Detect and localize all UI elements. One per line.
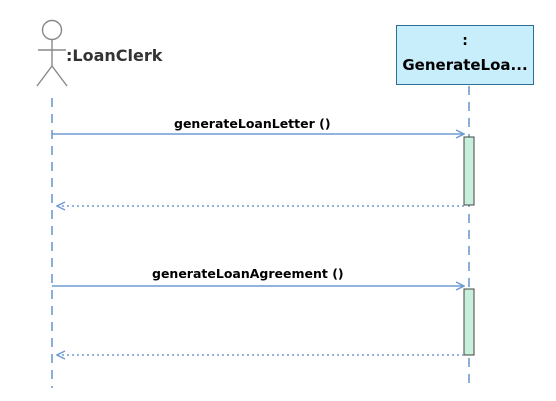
lifeline-instance-prefix: :	[462, 33, 468, 49]
lifeline-class-name: GenerateLoa...	[402, 56, 528, 74]
lifeline-header-box[interactable]: : GenerateLoa...	[396, 25, 534, 85]
activation-bar-2[interactable]	[463, 288, 475, 356]
message-label-generate-loan-agreement[interactable]: generateLoanAgreement ()	[152, 266, 344, 281]
activation-bar-1[interactable]	[463, 136, 475, 206]
actor-icon[interactable]	[36, 19, 68, 87]
actor-label[interactable]: :LoanClerk	[66, 46, 163, 65]
message-label-generate-loan-letter[interactable]: generateLoanLetter ()	[174, 116, 331, 131]
